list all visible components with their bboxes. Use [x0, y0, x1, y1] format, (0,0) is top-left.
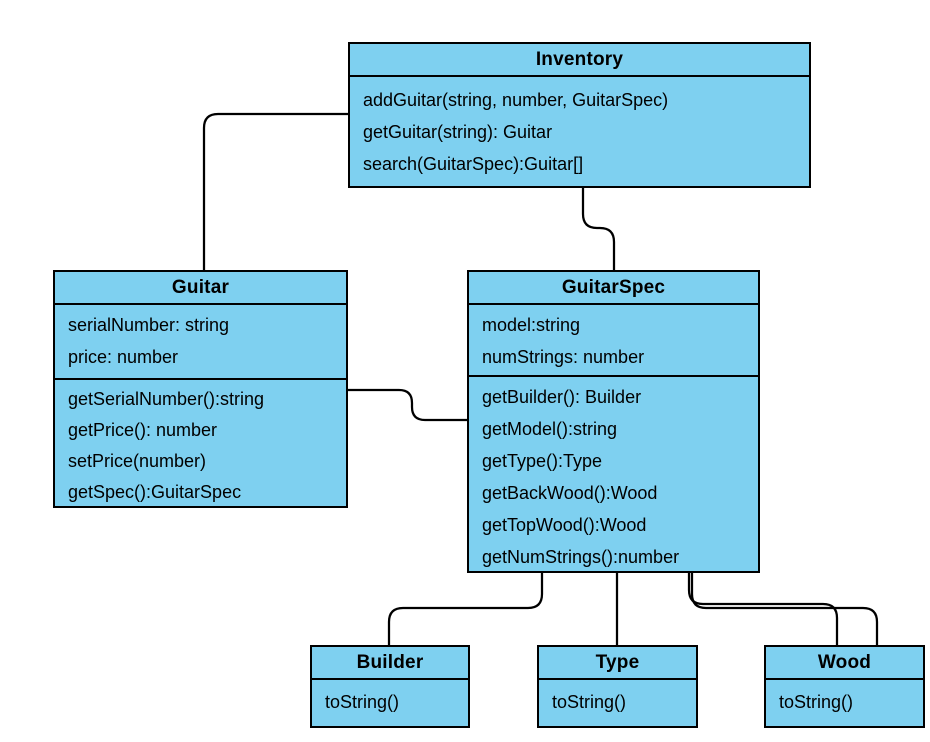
class-box-type: Type toString(): [537, 645, 698, 728]
methods-compartment-type: toString(): [539, 680, 696, 726]
method-row: getModel():string: [482, 419, 618, 439]
method-row: addGuitar(string, number, GuitarSpec): [363, 90, 669, 110]
method-row: getType():Type: [482, 451, 603, 471]
attributes-compartment-guitar: serialNumber: string price: number: [55, 305, 346, 380]
attribute-row: model:string: [482, 315, 581, 335]
method-row: getPrice(): number: [68, 420, 218, 440]
class-name-inventory: Inventory: [350, 44, 809, 77]
class-box-builder: Builder toString(): [310, 645, 470, 728]
class-box-guitar: Guitar serialNumber: string price: numbe…: [53, 270, 348, 508]
connector-guitarspec-wood-top: [690, 573, 879, 646]
method-row: toString(): [325, 692, 400, 712]
attributes-compartment-guitarspec: model:string numStrings: number: [469, 305, 758, 377]
connector-guitarspec-builder: [387, 573, 544, 646]
attribute-row: serialNumber: string: [68, 315, 230, 335]
connector-guitar-guitarspec: [348, 388, 467, 422]
methods-compartment-inventory: addGuitar(string, number, GuitarSpec) ge…: [350, 77, 809, 186]
method-row: getSerialNumber():string: [68, 389, 265, 409]
attribute-row: price: number: [68, 347, 179, 367]
connector-inventory-guitar: [202, 112, 348, 270]
class-name-guitarspec: GuitarSpec: [469, 272, 758, 305]
class-name-builder: Builder: [312, 647, 468, 680]
attribute-row: numStrings: number: [482, 347, 645, 367]
method-row: toString(): [779, 692, 854, 712]
methods-compartment-builder: toString(): [312, 680, 468, 726]
method-row: search(GuitarSpec):Guitar[]: [363, 154, 584, 174]
class-box-guitarspec: GuitarSpec model:string numStrings: numb…: [467, 270, 760, 573]
methods-compartment-wood: toString(): [766, 680, 923, 726]
method-row: getTopWood():Wood: [482, 515, 647, 535]
method-row: setPrice(number): [68, 451, 207, 471]
connector-guitarspec-wood-back: [687, 573, 839, 646]
class-name-guitar: Guitar: [55, 272, 346, 305]
methods-compartment-guitarspec: getBuilder(): Builder getModel():string …: [469, 377, 758, 571]
method-row: getBuilder(): Builder: [482, 387, 642, 407]
method-row: getNumStrings():number: [482, 547, 680, 567]
class-name-type: Type: [539, 647, 696, 680]
class-box-wood: Wood toString(): [764, 645, 925, 728]
method-row: getGuitar(string): Guitar: [363, 122, 553, 142]
connector-inventory-guitarspec: [581, 188, 616, 270]
method-row: toString(): [552, 692, 627, 712]
class-name-wood: Wood: [766, 647, 923, 680]
methods-compartment-guitar: getSerialNumber():string getPrice(): num…: [55, 380, 346, 506]
method-row: getBackWood():Wood: [482, 483, 658, 503]
method-row: getSpec():GuitarSpec: [68, 482, 242, 502]
class-box-inventory: Inventory addGuitar(string, number, Guit…: [348, 42, 811, 188]
